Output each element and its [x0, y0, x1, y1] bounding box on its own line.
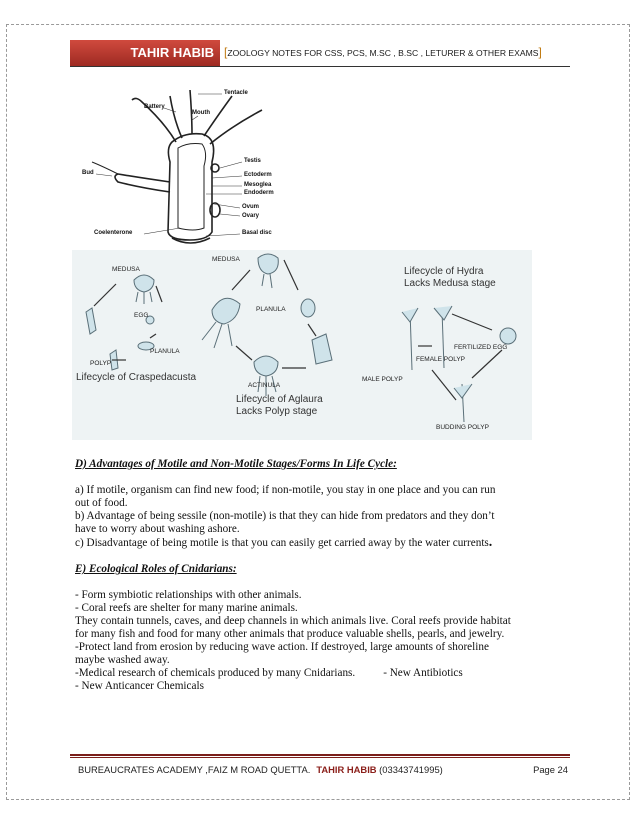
aglaura-caption-line2: Lacks Polyp stage [236, 406, 317, 418]
craspedacusta-caption: Lifecycle of Craspedacusta [76, 372, 196, 384]
footer-rule-thick [70, 754, 570, 756]
section-d-line-a2: out of food. [75, 497, 575, 510]
section-d-line-c: c) Disadvantage of being motile is that … [75, 536, 575, 550]
section-d-line-b1: b) Advantage of being sessile (non-motil… [75, 510, 575, 523]
hydra-cycle-caption-line1: Lifecycle of Hydra [404, 266, 483, 278]
page-content: D) Advantages of Motile and Non-Motile S… [75, 458, 575, 693]
hydra-label-bud: Bud [82, 170, 94, 176]
header-rule [70, 66, 570, 67]
aglaura-stage-actinula: ACTINULA [248, 382, 280, 389]
aglaura-caption-line1: Lifecycle of Aglaura [236, 394, 323, 406]
hydra-cycle-stage-male-polyp: MALE POLYP [362, 376, 403, 383]
footer-author: TAHIR HABIB [316, 764, 376, 775]
hydra-label-basal-disc: Basal disc [242, 230, 272, 236]
hydra-label-ovum: Ovum [242, 204, 259, 210]
aglaura-stage-planula: PLANULA [256, 306, 286, 313]
hydra-label-ectoderm: Ectoderm [244, 172, 272, 178]
aglaura-stage-medusa: MEDUSA [212, 256, 240, 263]
section-e-line-7b: - New Antibiotics [383, 667, 463, 679]
hydra-cycle-stage-budding-polyp: BUDDING POLYP [436, 424, 489, 431]
section-e-line-6: maybe washed away. [75, 654, 575, 667]
header-subtitle-text: ZOOLOGY NOTES FOR CSS, PCS, M.SC , B.SC … [227, 48, 538, 58]
craspedacusta-stage-medusa: MEDUSA [112, 266, 140, 273]
hydra-cycle-caption-line2: Lacks Medusa stage [404, 278, 496, 290]
footer-page-number: Page 24 [533, 764, 568, 775]
section-e-line-7a: -Medical research of chemicals produced … [75, 667, 355, 679]
footer-phone: (03343741995) [377, 764, 443, 775]
header-subtitle: [ZOOLOGY NOTES FOR CSS, PCS, M.SC , B.SC… [224, 45, 542, 59]
hydra-label-mouth: Mouth [192, 110, 210, 116]
footer-academy: BUREAUCRATES ACADEMY ,FAIZ M ROAD QUETTA… [78, 764, 310, 775]
hydra-cycle-stage-fertilized-egg: FERTILIZED EGG [454, 344, 507, 351]
section-d-line-c-text: c) Disadvantage of being motile is that … [75, 537, 489, 549]
section-d-line-c-period: . [489, 535, 493, 550]
hydra-label-endoderm: Endoderm [244, 190, 274, 196]
section-d-line-b2: have to worry about washing ashore. [75, 523, 575, 536]
craspedacusta-stage-egg: EGG [134, 312, 148, 319]
section-e-line-3: They contain tunnels, caves, and deep ch… [75, 615, 575, 628]
page-header: TAHIR HABIB [ZOOLOGY NOTES FOR CSS, PCS,… [70, 40, 570, 66]
section-e-line-8: - New Anticancer Chemicals [75, 680, 575, 693]
hydra-label-ovary: Ovary [242, 213, 259, 219]
page-footer: BUREAUCRATES ACADEMY ,FAIZ M ROAD QUETTA… [78, 764, 568, 775]
section-e-heading: E) Ecological Roles of Cnidarians: [75, 563, 575, 576]
hydra-label-coelenterone: Coelenterone [94, 230, 132, 236]
section-e-line-4: for many fish and food for many other an… [75, 628, 575, 641]
hydra-label-mesoglea: Mesoglea [244, 182, 271, 188]
hydra-anatomy-drawing [72, 82, 312, 252]
craspedacusta-stage-planula: PLANULA [150, 348, 180, 355]
section-e-line-7: -Medical research of chemicals produced … [75, 667, 575, 680]
craspedacusta-stage-polyp: POLYP [90, 360, 111, 367]
section-e-line-5: -Protect land from erosion by reducing w… [75, 641, 575, 654]
header-author-badge: TAHIR HABIB [70, 40, 220, 66]
section-d-line-a1: a) If motile, organism can find new food… [75, 484, 575, 497]
section-d-heading: D) Advantages of Motile and Non-Motile S… [75, 458, 575, 471]
section-e-line-1: - Form symbiotic relationships with othe… [75, 589, 575, 602]
footer-rule-thin [70, 757, 570, 758]
cnidarian-figure: Tentacle Battery Mouth Testis Bud Ectode… [72, 82, 532, 440]
hydra-label-tentacle: Tentacle [224, 90, 248, 96]
section-e-line-2: - Coral reefs are shelter for many marin… [75, 602, 575, 615]
hydra-label-testis: Testis [244, 158, 261, 164]
hydra-label-battery: Battery [144, 104, 165, 110]
hydra-cycle-stage-female-polyp: FEMALE POLYP [416, 356, 465, 363]
